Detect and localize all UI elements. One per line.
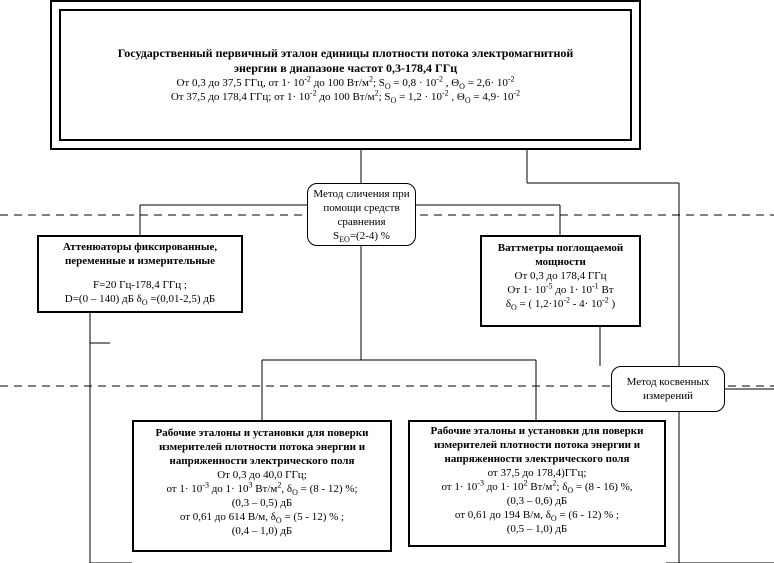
- working-left-pfd-db: (0,3 – 0,5) дБ: [231, 497, 293, 509]
- working-left-title-3: напряженности электрического поля: [169, 455, 355, 467]
- primary-standard-inner: Государственный первичный эталон единицы…: [59, 9, 632, 141]
- wattmeters-power: От 1· 10-5 до 1· 10-1 Вт: [507, 281, 614, 296]
- indirect-line-2: измерений: [643, 390, 693, 402]
- comparison-line-2: помощи средств: [323, 201, 400, 214]
- attenuators-title-2: переменные и измерительные: [64, 255, 216, 267]
- indirect-method-box: Метод косвенных измерений: [611, 366, 725, 412]
- working-right-title-1: Рабочие эталоны и установки для поверки: [430, 425, 644, 437]
- working-right-title-3: напряженности электрического поля: [444, 453, 630, 465]
- working-standards-right-box: Рабочие эталоны и установки для поверки …: [408, 420, 666, 547]
- working-standards-left-box: Рабочие эталоны и установки для поверки …: [132, 420, 392, 552]
- primary-standard-box: Государственный первичный эталон единицы…: [50, 0, 641, 150]
- comparison-value: SEO=(2-4) %: [333, 229, 390, 244]
- working-left-pfd: от 1· 10-3 до 1· 103 Вт/м2, δO = (8 - 12…: [166, 480, 358, 498]
- attenuators-title-1: Аттенюаторы фиксированные,: [62, 241, 218, 253]
- working-right-field: от 0,61 до 194 В/м, δO = (6 - 12) % ;: [454, 509, 620, 524]
- wattmeters-freq: От 0,3 до 178,4 ГГц: [514, 270, 607, 282]
- working-right-freq: от 37,5 до 178,4)ГГц;: [487, 467, 587, 479]
- primary-range-2: От 37,5 до 178,4 ГГц; от 1· 10-2 до 100 …: [170, 88, 521, 106]
- wattmeters-box: Ваттметры поглощаемой мощности От 0,3 до…: [480, 235, 641, 327]
- comparison-line-3: сравнения: [337, 215, 386, 228]
- indirect-line-1: Метод косвенных: [626, 376, 710, 388]
- working-right-field-db: (0,5 – 1,0) дБ: [506, 523, 568, 535]
- working-right-title-2: измерителей плотности потока энергии и: [433, 439, 641, 451]
- attenuators-range: D=(0 – 140) дБ δO =(0,01-2,5) дБ: [64, 293, 216, 308]
- working-left-field: от 0,61 до 614 В/м, δO = (5 - 12) % ;: [179, 511, 345, 526]
- working-left-freq: От 0,3 до 40,0 ГГц;: [217, 469, 307, 481]
- primary-range-1: От 0,3 до 37,5 ГГц, от 1· 10-2 до 100 Вт…: [176, 74, 515, 92]
- attenuators-box: Аттенюаторы фиксированные, переменные и …: [37, 235, 243, 313]
- working-left-field-db: (0,4 – 1,0) дБ: [231, 525, 293, 537]
- comparison-line-1: Метод сличения при: [313, 187, 410, 200]
- wattmeters-title-2: мощности: [535, 256, 586, 268]
- comparison-method-box: Метод сличения при помощи средств сравне…: [307, 183, 416, 246]
- primary-title-line-2: энергии в диапазоне частот 0,3-178,4 ГГц: [233, 61, 458, 75]
- wattmeters-title-1: Ваттметры поглощаемой: [497, 242, 624, 254]
- working-right-pfd-db: (0,3 – 0,6) дБ: [506, 495, 568, 507]
- working-left-title-2: измерителей плотности потока энергии и: [158, 441, 366, 453]
- working-right-pfd: от 1· 10-3 до 1· 102 Вт/м2; δO = (8 - 16…: [441, 478, 633, 496]
- attenuators-freq: F=20 Гц-178,4 ГГц ;: [93, 279, 187, 291]
- primary-title-line-1: Государственный первичный эталон единицы…: [117, 46, 574, 60]
- working-left-title-1: Рабочие эталоны и установки для поверки: [155, 427, 369, 439]
- wattmeters-error: δO = ( 1,2·10-2 - 4· 10-2 ): [505, 295, 616, 313]
